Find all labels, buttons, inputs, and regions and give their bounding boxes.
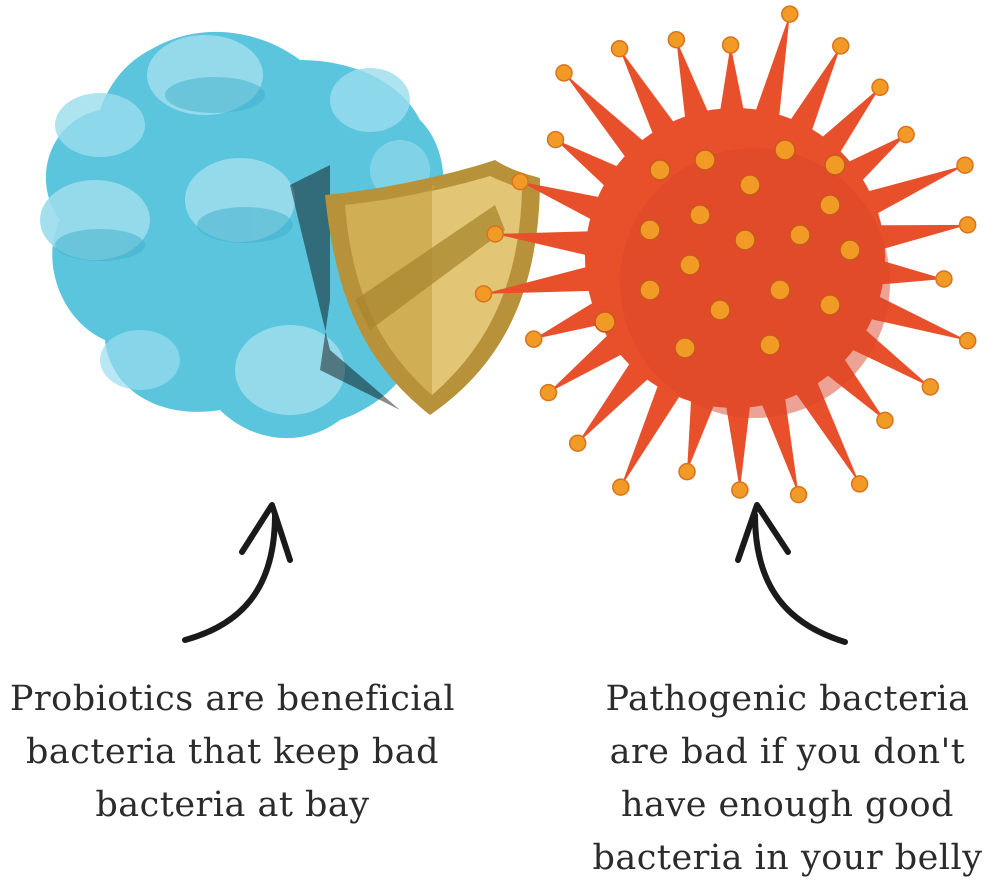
spike-tip xyxy=(546,130,565,149)
spike xyxy=(676,39,711,125)
spike xyxy=(619,48,678,140)
spike-tip xyxy=(511,172,529,191)
surface-dot xyxy=(594,311,616,333)
spike xyxy=(874,259,944,285)
surface-dot xyxy=(819,194,841,216)
spike xyxy=(495,231,596,257)
pathogenic-bacterium xyxy=(474,5,977,504)
spike-tip xyxy=(956,156,974,174)
spike-tip xyxy=(678,462,696,481)
shield-icon xyxy=(290,160,540,415)
spike-tip xyxy=(850,475,869,493)
spike-tip xyxy=(539,383,558,402)
surface-dot xyxy=(649,159,671,181)
spike xyxy=(861,165,966,217)
spike xyxy=(842,134,907,186)
spike-tip xyxy=(568,434,587,452)
spike xyxy=(687,393,717,472)
surface-dot xyxy=(674,337,696,359)
caption-line: are bad if you don't xyxy=(609,732,966,772)
spike-tip xyxy=(731,481,749,499)
surface-dot xyxy=(739,174,761,196)
spike xyxy=(577,357,653,444)
spike xyxy=(555,139,624,191)
surface-dot xyxy=(694,149,716,171)
arrow-right-icon xyxy=(735,502,848,645)
spike xyxy=(864,293,968,341)
surface-dot xyxy=(769,279,791,301)
spike-tip xyxy=(897,125,915,144)
spike-tip xyxy=(474,285,493,303)
surface-dot xyxy=(689,204,711,226)
surface-dot xyxy=(679,254,701,276)
spike xyxy=(719,45,745,117)
spike-tip xyxy=(555,64,573,82)
spike-tip xyxy=(921,378,940,396)
spike-tip xyxy=(831,37,850,55)
spike-tip xyxy=(610,39,629,58)
surface-dot xyxy=(709,299,731,321)
spike xyxy=(786,45,841,137)
spike-tip xyxy=(486,225,504,243)
probiotic-bacterium xyxy=(40,31,444,439)
spike xyxy=(483,265,597,294)
caption-line: bacteria at bay xyxy=(95,785,370,825)
spike xyxy=(725,399,751,490)
surface-dot xyxy=(639,219,661,241)
spike xyxy=(564,72,649,163)
spike xyxy=(753,14,790,123)
surface-dot xyxy=(759,334,781,356)
probiotic-bumps xyxy=(40,35,430,415)
spike-tip xyxy=(781,5,799,23)
spike xyxy=(520,181,606,223)
surface-dot xyxy=(789,224,811,246)
probiotics-caption: Probiotics are beneficial bacteria that … xyxy=(0,673,465,832)
spike xyxy=(548,330,628,393)
spike-tip xyxy=(871,78,889,97)
spike xyxy=(620,379,684,488)
spike-tip xyxy=(935,270,953,288)
spike-tip xyxy=(958,332,977,350)
spike-tip xyxy=(612,478,630,496)
caption-line: Pathogenic bacteria xyxy=(605,679,970,719)
surface-dot xyxy=(639,279,661,301)
spike-tip xyxy=(789,485,808,504)
spike xyxy=(817,87,881,159)
spike xyxy=(759,391,799,495)
spike-tip xyxy=(721,36,740,54)
caption-line: bacteria in your belly xyxy=(592,838,983,878)
surface-dot xyxy=(839,239,861,261)
spike-tip xyxy=(876,411,894,430)
surface-dot xyxy=(819,294,841,316)
spike-tip xyxy=(524,330,543,348)
caption-line: bacteria that keep bad xyxy=(25,732,440,772)
arrow-left-icon xyxy=(182,502,293,643)
spike-tip xyxy=(958,216,977,234)
surface-dot xyxy=(774,139,796,161)
caption-line: Probiotics are beneficial xyxy=(9,679,456,719)
pathogens-caption: Pathogenic bacteria are bad if you don't… xyxy=(575,673,1000,885)
spike xyxy=(873,224,968,251)
surface-dot xyxy=(734,229,756,251)
spike-tip xyxy=(667,30,686,49)
spike xyxy=(533,299,609,340)
surface-dot xyxy=(824,154,846,176)
caption-line: have enough good xyxy=(621,785,954,825)
